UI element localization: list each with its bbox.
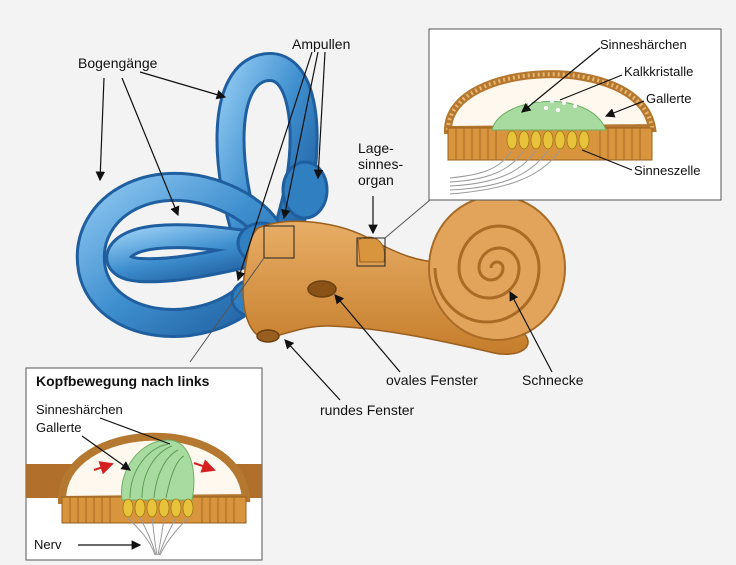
label-bottom-gallerte: Gallerte [36,420,82,435]
inset-crista [26,368,262,560]
label-inset-sinneshaerchen: Sinneshärchen [600,37,687,52]
label-schnecke: Schnecke [522,372,583,389]
label-inset-gallerte: Gallerte [646,91,692,106]
oval-window [308,281,336,297]
label-rundes-fenster: rundes Fenster [320,402,414,419]
label-lagesinnesorgan: Lage- sinnes- organ [358,140,403,188]
cochlea [429,196,565,340]
label-bottom-sinneshaerchen: Sinneshärchen [36,402,123,417]
label-ampullen: Ampullen [292,36,350,53]
label-bottom-nerv: Nerv [34,537,61,552]
label-bogengaenge: Bogengänge [78,55,157,72]
label-inset-sinneszelle: Sinneszelle [634,163,701,178]
round-window [257,330,279,342]
label-inset-kalkkristalle: Kalkkristalle [624,64,693,79]
label-ovales-fenster: ovales Fenster [386,372,478,389]
inset-title: Kopfbewegung nach links [36,373,209,390]
